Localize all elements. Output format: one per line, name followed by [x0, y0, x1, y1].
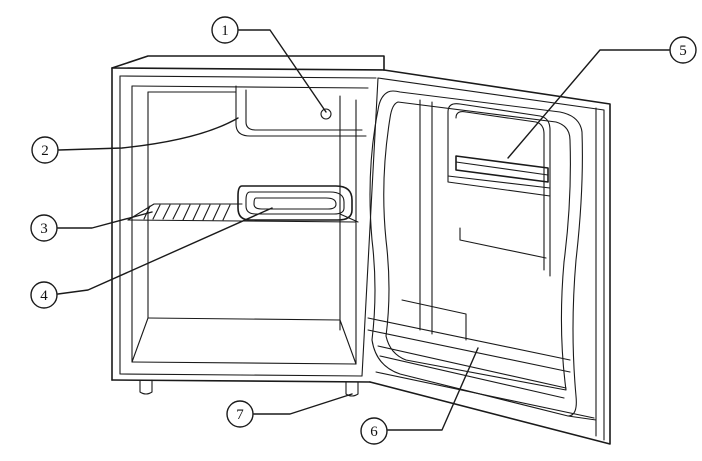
callout-2: 2	[32, 137, 58, 163]
freezer-compartment	[236, 86, 366, 136]
callout-6-label: 6	[370, 424, 378, 440]
callout-3-label: 3	[40, 221, 48, 237]
callout-7: 7	[227, 401, 253, 427]
callout-4: 4	[31, 282, 57, 308]
callout-1-label: 1	[221, 23, 229, 39]
leader-5	[508, 50, 669, 158]
leader-7	[254, 394, 352, 414]
callout-2-label: 2	[41, 143, 49, 159]
callout-4-label: 4	[40, 288, 48, 304]
leader-6	[388, 348, 478, 430]
fridge-door	[362, 70, 610, 444]
callout-5-label: 5	[679, 43, 687, 59]
leader-1	[239, 30, 326, 112]
callout-5: 5	[670, 37, 696, 63]
callout-7-label: 7	[236, 407, 244, 423]
callout-1: 1	[212, 17, 238, 43]
callout-3: 3	[31, 215, 57, 241]
callout-leaders	[58, 30, 669, 430]
callout-6: 6	[361, 418, 387, 444]
